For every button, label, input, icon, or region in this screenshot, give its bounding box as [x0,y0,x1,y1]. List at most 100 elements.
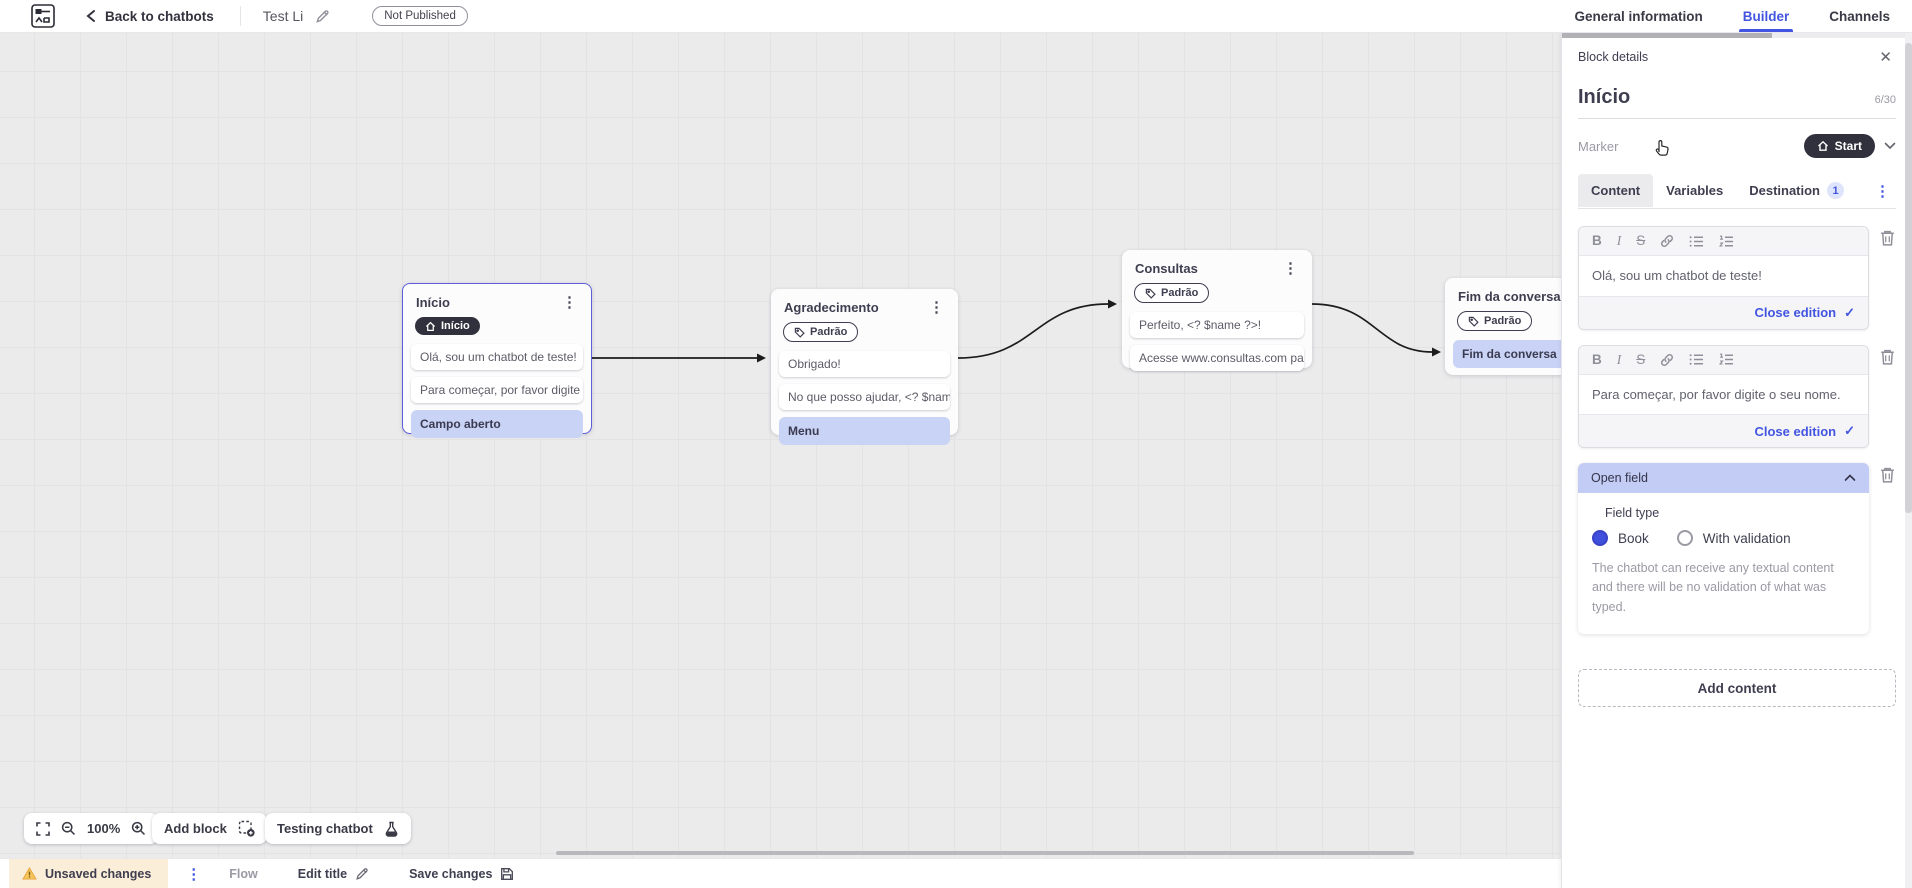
field-type-label: Field type [1605,506,1660,520]
tag-icon [794,327,805,338]
radio-option-book[interactable]: Book [1592,530,1649,546]
panel-title: Block details [1578,50,1649,64]
flow-view-button[interactable]: Flow [229,866,258,881]
save-changes-button[interactable]: Save changes [409,867,514,881]
tab-channels[interactable]: Channels [1829,8,1890,24]
open-field-card: Open field Field type Book With validati… [1578,463,1869,635]
block-menu-icon[interactable]: ⋮ [562,294,577,311]
testing-chatbot-button[interactable]: Testing chatbot [265,813,411,844]
close-edition-button[interactable]: Close edition ✓ [1579,295,1868,329]
home-icon [425,321,436,331]
block-card-message[interactable]: Obrigado! [779,351,950,377]
app-logo-icon [30,3,56,29]
block-name-input[interactable]: Início [1578,86,1631,108]
field-type-helper-text: The chatbot can receive any textual cont… [1592,561,1834,614]
bullet-list-icon[interactable] [1689,353,1704,366]
add-content-button[interactable]: Add content [1578,669,1896,708]
edit-title-button[interactable]: Edit title [298,867,369,881]
block-card-open-field[interactable]: Campo aberto [411,410,583,438]
marker-pill-default: Padrão [1134,283,1210,303]
flow-block-inicio[interactable]: Início ⋮ Início Olá, sou um chatbot de t… [402,283,592,438]
delete-content-button[interactable] [1879,229,1896,247]
status-badge: Not Published [372,6,468,26]
zoom-in-icon[interactable] [131,821,146,836]
block-card-message[interactable]: Perfeito, <? $name ?>! [1130,312,1304,338]
tab-content[interactable]: Content [1578,174,1654,207]
marker-pill-default: Padrão [783,322,859,342]
bold-icon[interactable]: B [1592,351,1602,367]
block-card-message[interactable]: Olá, sou um chatbot de teste! [411,344,583,370]
strikethrough-icon[interactable]: S [1636,233,1646,249]
field-type-options: Book With validation [1592,530,1855,546]
bold-icon[interactable]: B [1592,233,1602,249]
marker-pill-start: Início [415,317,480,335]
page-vertical-scrollbar[interactable] [1905,33,1912,888]
start-marker-pill[interactable]: Start [1803,134,1875,158]
back-chevron-icon [86,10,95,22]
tab-general-information[interactable]: General information [1574,8,1703,24]
flask-icon [384,821,399,837]
close-edition-button[interactable]: Close edition ✓ [1579,414,1868,447]
link-icon[interactable] [1660,234,1674,248]
tab-variables[interactable]: Variables [1666,183,1724,198]
flow-block-agradecimento[interactable]: Agradecimento ⋮ Padrão Obrigado! No que … [771,289,958,445]
bullet-list-icon[interactable] [1689,235,1704,248]
block-title: Agradecimento [784,300,879,315]
editor-text[interactable]: Para começar, por favor digite o seu nom… [1592,386,1841,402]
chevron-down-icon[interactable] [1884,142,1896,150]
chevron-up-icon[interactable] [1844,474,1856,482]
block-title: Consultas [1135,261,1198,276]
block-card-message[interactable]: Para começar, por favor digite o ... [411,377,583,403]
marker-pill-default: Padrão [1457,311,1533,331]
trash-icon [1881,230,1894,246]
block-card-message[interactable]: Acesse www.consultas.com par... [1130,345,1304,371]
tab-destination[interactable]: Destination 1 [1736,173,1857,208]
chatbot-title[interactable]: Test Li [262,8,304,24]
canvas-horizontal-scrollbar[interactable] [556,851,1414,855]
tag-icon [1468,316,1479,327]
radio-unselected [1676,530,1693,546]
back-to-chatbots-button[interactable]: Back to chatbots [86,9,214,24]
topbar: Back to chatbots Test Li Not Published G… [0,0,1912,33]
panel-tabs: Content Variables Destination 1 ⋮ [1578,173,1896,209]
editor-text[interactable]: Olá, sou um chatbot de teste! [1592,268,1762,283]
radio-option-with-validation[interactable]: With validation [1676,530,1791,546]
panel-top-scrollbar[interactable] [1562,33,1912,38]
panel-menu-icon[interactable]: ⋮ [1875,182,1890,200]
zoom-out-icon[interactable] [61,821,76,836]
close-icon[interactable]: ✕ [1879,49,1892,66]
block-menu-icon[interactable]: ⋮ [1283,260,1298,277]
add-block-button[interactable]: Add block [152,813,267,844]
strikethrough-icon[interactable]: S [1636,351,1646,367]
flow-block-consultas[interactable]: Consultas ⋮ Padrão Perfeito, <? $name ?>… [1122,250,1312,371]
editor-toolbar: B I S [1579,345,1868,375]
zoom-level: 100% [87,821,121,836]
numbered-list-icon[interactable] [1719,353,1734,366]
italic-icon[interactable]: I [1616,351,1622,367]
edit-title-pencil-icon[interactable] [315,9,330,24]
content-editor-row: B I S Para começar, por favor digite o s… [1578,344,1896,448]
block-menu-icon[interactable]: ⋮ [929,299,944,316]
marker-dropdown[interactable]: Start [1803,134,1896,158]
block-title: Início [416,295,450,310]
open-field-header[interactable]: Open field [1578,463,1869,493]
link-icon[interactable] [1660,353,1674,367]
destination-count-badge: 1 [1827,182,1845,199]
statusbar-menu-icon[interactable]: ⋮ [186,865,202,883]
delete-open-field-button[interactable] [1879,466,1896,484]
block-card-message[interactable]: No que posso ajudar, <? $name ... [779,384,950,410]
home-icon [1817,140,1828,151]
tab-builder[interactable]: Builder [1738,0,1793,32]
block-card-menu[interactable]: Menu [779,417,950,445]
flow-canvas[interactable]: Início ⋮ Início Olá, sou um chatbot de t… [0,33,1561,858]
check-icon: ✓ [1844,423,1855,438]
pencil-icon [356,867,368,880]
delete-content-button[interactable] [1879,348,1896,366]
block-details-panel: Block details ✕ Início 6/30 Marker Start… [1561,33,1912,888]
numbered-list-icon[interactable] [1719,235,1734,248]
fullscreen-icon[interactable] [36,821,50,836]
block-card-end[interactable]: Fim da conversa [1453,340,1561,368]
marker-label: Marker [1578,138,1619,154]
italic-icon[interactable]: I [1616,233,1622,249]
flow-block-fim-da-conversa[interactable]: Fim da conversa Padrão Fim da conversa [1445,278,1561,375]
